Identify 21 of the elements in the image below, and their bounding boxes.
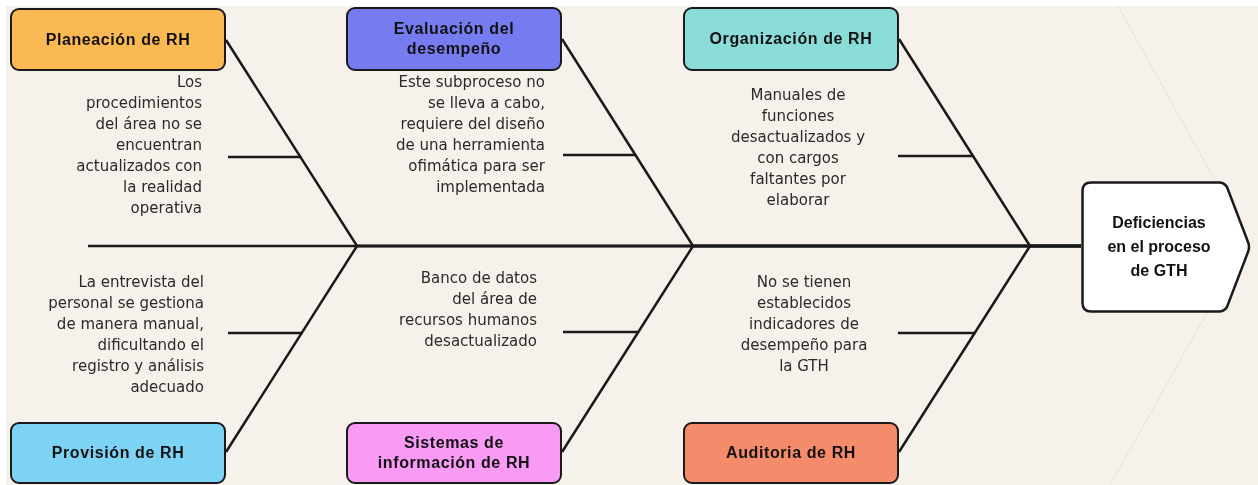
cause-bone <box>563 330 640 334</box>
fishbone-spine <box>88 244 1081 248</box>
cause-text: Este subproceso no se lleva a cabo, requiere del diseño de una herramienta ofimática para ser implementada <box>394 72 545 198</box>
effect-text: Deficiencias en el proceso de GTH <box>1106 213 1212 281</box>
cause-text: La entrevista del personal se gestiona de manera manual, dificultando el registro y análisis adecuado <box>47 272 204 398</box>
cause-text: Manuales de funciones desactualizados y con cargos faltantes por elaborar <box>729 85 867 211</box>
category-box: Auditoria de RH <box>683 422 899 484</box>
effect-pentagon <box>1081 181 1251 313</box>
cause-bone <box>228 331 303 335</box>
category-box: Planeación de RH <box>10 8 226 71</box>
category-box: Sistemas de información de RH <box>346 422 562 484</box>
category-box: Provisión de RH <box>10 422 226 484</box>
category-box: Organización de RH <box>683 7 899 71</box>
cause-bone <box>563 153 637 157</box>
cause-bone <box>898 154 974 158</box>
cause-bone <box>898 331 976 335</box>
category-box: Evaluación del desempeño <box>346 7 562 71</box>
cause-text: Los procedimientos del área no se encuentran actualizados con la realidad operativa <box>75 72 202 219</box>
cause-text: Banco de datos del área de recursos humanos desactualizado <box>398 268 537 352</box>
cause-bone <box>228 155 302 159</box>
cause-text: No se tienen establecidos indicadores de desempeño para la GTH <box>739 272 869 377</box>
